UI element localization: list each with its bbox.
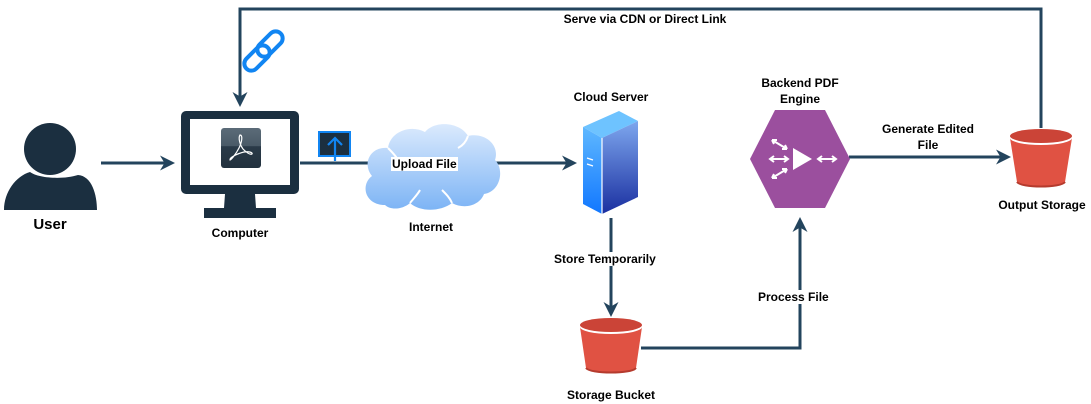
edge-label-upload-file: Upload File	[391, 157, 458, 171]
computer-label: Computer	[211, 226, 269, 240]
edge-label-process-file: Process File	[757, 290, 830, 304]
edge-process-file	[641, 217, 808, 350]
cloud-server-label: Cloud Server	[573, 90, 649, 104]
computer-icon[interactable]	[181, 111, 299, 218]
user-icon[interactable]	[4, 123, 97, 210]
server-icon[interactable]	[583, 111, 638, 214]
engine-hexagon-icon[interactable]	[750, 110, 850, 208]
edge-serve-cdn	[232, 7, 1043, 128]
internet-label: Internet	[408, 220, 453, 234]
upload-icon[interactable]	[318, 131, 351, 161]
engine-label-line1: Backend PDF	[761, 76, 839, 90]
storage-bucket-label: Storage Bucket	[566, 388, 656, 402]
connectors	[101, 7, 1043, 350]
edge-label-store-temporarily: Store Temporarily	[553, 252, 657, 266]
link-icon[interactable]	[241, 28, 285, 73]
storage-bucket-icon[interactable]	[580, 318, 642, 374]
output-storage-label: Output Storage	[998, 198, 1086, 212]
engine-label-line2: Engine	[779, 92, 820, 106]
edge-label-generate-line2: File	[917, 138, 939, 152]
output-storage-icon[interactable]	[1010, 129, 1072, 188]
edge-label-serve-cdn: Serve via CDN or Direct Link	[563, 12, 727, 26]
pdf-icon	[221, 128, 261, 168]
edge-label-generate-line1: Generate Edited	[881, 122, 975, 136]
user-label: User	[33, 216, 67, 233]
